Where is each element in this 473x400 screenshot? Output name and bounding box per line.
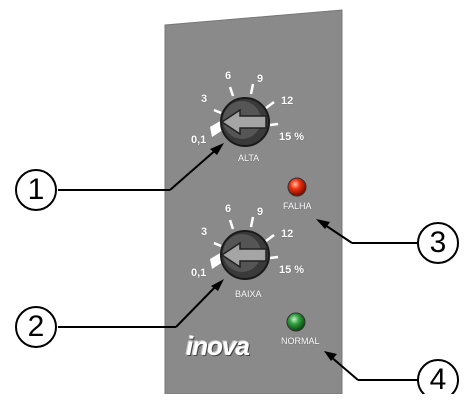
callout-circles bbox=[15, 169, 459, 394]
knob-high-scale-1: 3 bbox=[201, 93, 208, 105]
front-panel bbox=[164, 9, 343, 394]
knob-low-scale-1: 3 bbox=[201, 226, 208, 238]
leader-arrowheads bbox=[210, 143, 337, 361]
knob-low-label: BAIXA bbox=[235, 289, 262, 299]
knob-high-pointer bbox=[220, 108, 267, 136]
knob-low-scale-4: 12 bbox=[281, 228, 294, 240]
knob-low[interactable] bbox=[220, 230, 270, 280]
knob-high-label: ALTA bbox=[238, 153, 260, 163]
knob-low-scale-0: 0,1 bbox=[191, 267, 207, 279]
knob-high[interactable] bbox=[220, 97, 270, 147]
brand-logo: inova bbox=[186, 331, 250, 361]
fault-led bbox=[287, 177, 307, 197]
knob-high-ticks bbox=[213, 83, 279, 127]
callout-3: 3 bbox=[429, 226, 447, 259]
knob-low-scale-2: 6 bbox=[225, 203, 232, 215]
callout-2: 2 bbox=[27, 310, 45, 343]
knob-low-pointer bbox=[220, 241, 267, 269]
fault-led-label: FALHA bbox=[283, 201, 312, 211]
knob-high-scale-5: 15 % bbox=[279, 131, 305, 143]
normal-led bbox=[286, 312, 306, 332]
knob-high-scale-0: 0,1 bbox=[191, 134, 207, 146]
knob-high-scale-3: 9 bbox=[257, 73, 264, 85]
callout-4: 4 bbox=[429, 363, 447, 396]
knob-low-scale-3: 9 bbox=[257, 206, 264, 218]
knob-low-scale-5: 15 % bbox=[279, 264, 305, 276]
leader-lines bbox=[58, 147, 418, 381]
callout-1: 1 bbox=[27, 173, 45, 206]
normal-led-label: NORMAL bbox=[281, 336, 320, 346]
knob-low-ticks bbox=[213, 216, 279, 260]
knob-high-scale-2: 6 bbox=[225, 70, 232, 82]
knob-high-scale-4: 12 bbox=[281, 95, 294, 107]
